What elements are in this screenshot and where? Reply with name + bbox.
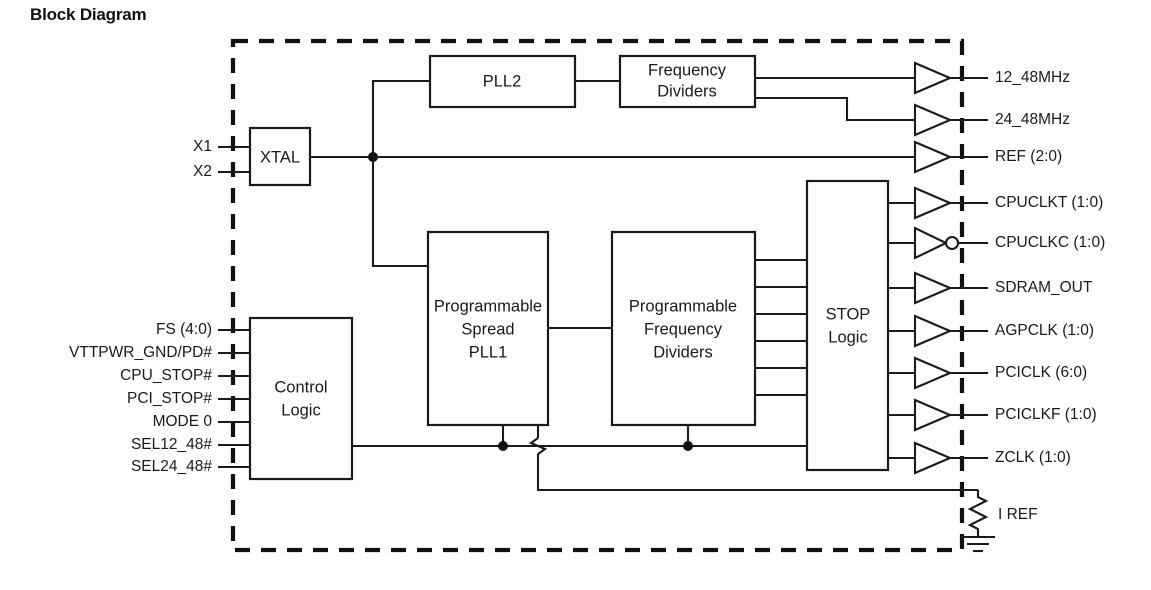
pin-label-pci-stop: PCI_STOP# <box>127 390 212 407</box>
inverter-bubble-icon <box>945 236 959 250</box>
block-pll2 <box>428 54 577 109</box>
pin-label-12_48mhz: 12_48MHz <box>995 69 1070 86</box>
pin-label-cpuclkt: CPUCLKT (1:0) <box>995 194 1103 211</box>
block-progfreq-label-1: Programmable <box>629 297 737 315</box>
buffer-ref <box>913 140 953 174</box>
pin-label-sdram-out: SDRAM_OUT <box>995 279 1093 296</box>
block-xtal <box>248 126 312 187</box>
pin-label-x2: X2 <box>193 163 212 180</box>
pin-label-mode-0: MODE 0 <box>153 413 213 430</box>
block-xtal-label: XTAL <box>260 148 300 166</box>
pin-label-cpuclkc: CPUCLKC (1:0) <box>995 234 1105 251</box>
pin-label-x1: X1 <box>193 138 212 155</box>
pin-label-sel24-48: SEL24_48# <box>131 458 212 475</box>
buffer-agpclk <box>913 314 953 348</box>
block-stop-logic-label-1: STOP <box>826 305 871 323</box>
block-control-logic-label-2: Logic <box>281 401 320 419</box>
block-programmable-frequency-dividers <box>610 230 757 427</box>
block-frequency-dividers-label-2: Dividers <box>657 82 717 100</box>
resistor-symbol-iref <box>967 490 989 536</box>
block-stop-logic <box>805 179 890 472</box>
block-programmable-spread-pll1 <box>426 230 550 427</box>
pin-label-ref: REF (2:0) <box>995 148 1062 165</box>
buffer-cpuclkc <box>913 226 949 260</box>
block-frequency-dividers-label-1: Frequency <box>648 61 727 79</box>
block-stop-logic-label-2: Logic <box>828 328 867 346</box>
block-pll1-label-3: PLL1 <box>469 343 508 361</box>
block-pll1-label-1: Programmable <box>434 297 542 315</box>
block-control-logic-label-1: Control <box>274 378 327 396</box>
block-progfreq-label-2: Frequency <box>644 320 723 338</box>
block-frequency-dividers <box>618 54 757 109</box>
buffer-cpuclkt <box>913 186 953 220</box>
junction-dot-progfreq-bus <box>683 441 693 451</box>
buffer-pciclkf <box>913 398 953 432</box>
pin-label-zclk: ZCLK (1:0) <box>995 449 1071 466</box>
wire-freqdiv-to-24_48mhz <box>755 96 915 122</box>
buffer-sdram-out <box>913 271 953 305</box>
wire-xtal-to-pll1 <box>371 157 428 268</box>
pin-label-sel12-48: SEL12_48# <box>131 436 212 453</box>
block-progfreq-label-3: Dividers <box>653 343 713 361</box>
buffer-pciclk <box>913 356 953 390</box>
pin-label-vttpwr-gnd-pd: VTTPWR_GND/PD# <box>69 344 212 361</box>
pin-label-iref: I REF <box>998 506 1038 523</box>
pin-label-pciclkf: PCICLKF (1:0) <box>995 406 1097 423</box>
block-control-logic <box>248 316 354 481</box>
block-pll2-label: PLL2 <box>483 72 522 90</box>
wire-hop-crossover <box>528 437 548 455</box>
pin-label-24_48mhz: 24_48MHz <box>995 111 1070 128</box>
pin-label-cpu-stop: CPU_STOP# <box>120 367 212 384</box>
wire-iref-seg-bottom <box>536 454 978 492</box>
chip-boundary-dashed-rect <box>230 38 965 553</box>
junction-dot-pll1-bus <box>498 441 508 451</box>
buffer-zclk <box>913 441 953 475</box>
block-pll1-label-2: Spread <box>461 320 514 338</box>
pin-label-pciclk: PCICLK (6:0) <box>995 364 1087 381</box>
pin-label-agpclk: AGPCLK (1:0) <box>995 322 1094 339</box>
pin-label-fs: FS (4:0) <box>156 321 212 338</box>
wire-xtal-to-pll2 <box>371 79 430 157</box>
page-title: Block Diagram <box>30 5 147 24</box>
buffer-12_48mhz <box>913 61 953 95</box>
buffer-24_48mhz <box>913 103 953 137</box>
